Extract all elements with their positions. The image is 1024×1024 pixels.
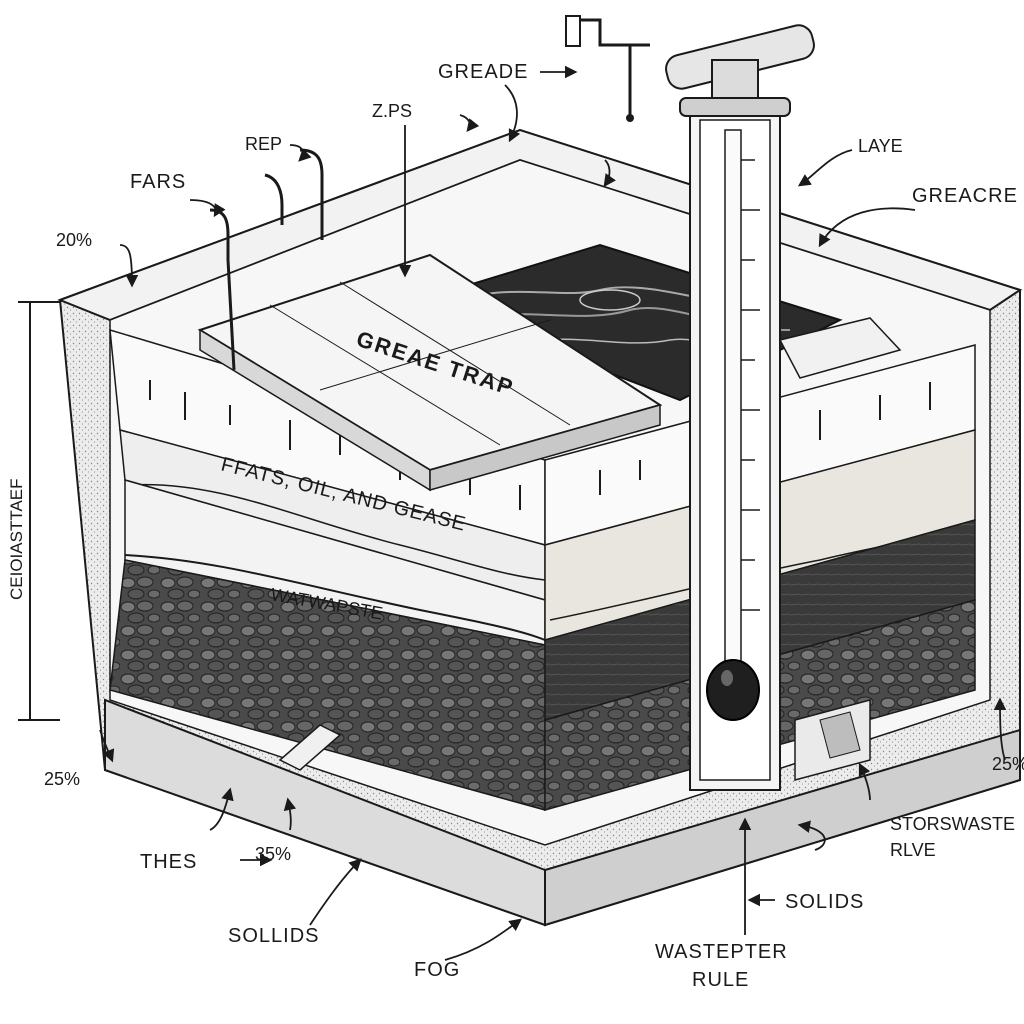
leader-lines (99, 65, 1007, 961)
label-rule: RULE (692, 969, 749, 991)
label-pct20: 20% (56, 230, 92, 250)
inlet-pipe (565, 15, 815, 122)
height-dimension-line (18, 301, 60, 721)
label-side-vertical: CEIOIASTTAEF (7, 478, 26, 600)
label-storswaste: STORSWASTE (890, 814, 1015, 834)
measuring-gauge (689, 109, 781, 791)
label-pct35: 35% (255, 844, 291, 864)
label-fog: FOG (414, 959, 460, 981)
label-pct25-right: 25% (992, 754, 1024, 774)
label-wastepter: WASTEPTER (655, 941, 788, 963)
label-zps: Z.PS (372, 101, 412, 121)
label-laye: LAYE (858, 136, 903, 156)
label-solids-left: SOLLIDS (228, 925, 319, 947)
outlet-channel (794, 699, 871, 781)
bottom-baffle (278, 724, 342, 771)
label-thes: THES (140, 851, 197, 873)
label-pct25-left: 25% (44, 769, 80, 789)
label-solids-right: SOLIDS (785, 891, 864, 913)
label-greade: GREADE (438, 61, 528, 83)
label-rlve: RLVE (890, 840, 936, 860)
label-greacre: GREACRE (912, 185, 1018, 207)
right-lid-slab (778, 317, 902, 379)
label-fars: FARS (130, 171, 186, 193)
label-rep: REP (245, 134, 282, 154)
grease-trap-lid (197, 253, 663, 492)
